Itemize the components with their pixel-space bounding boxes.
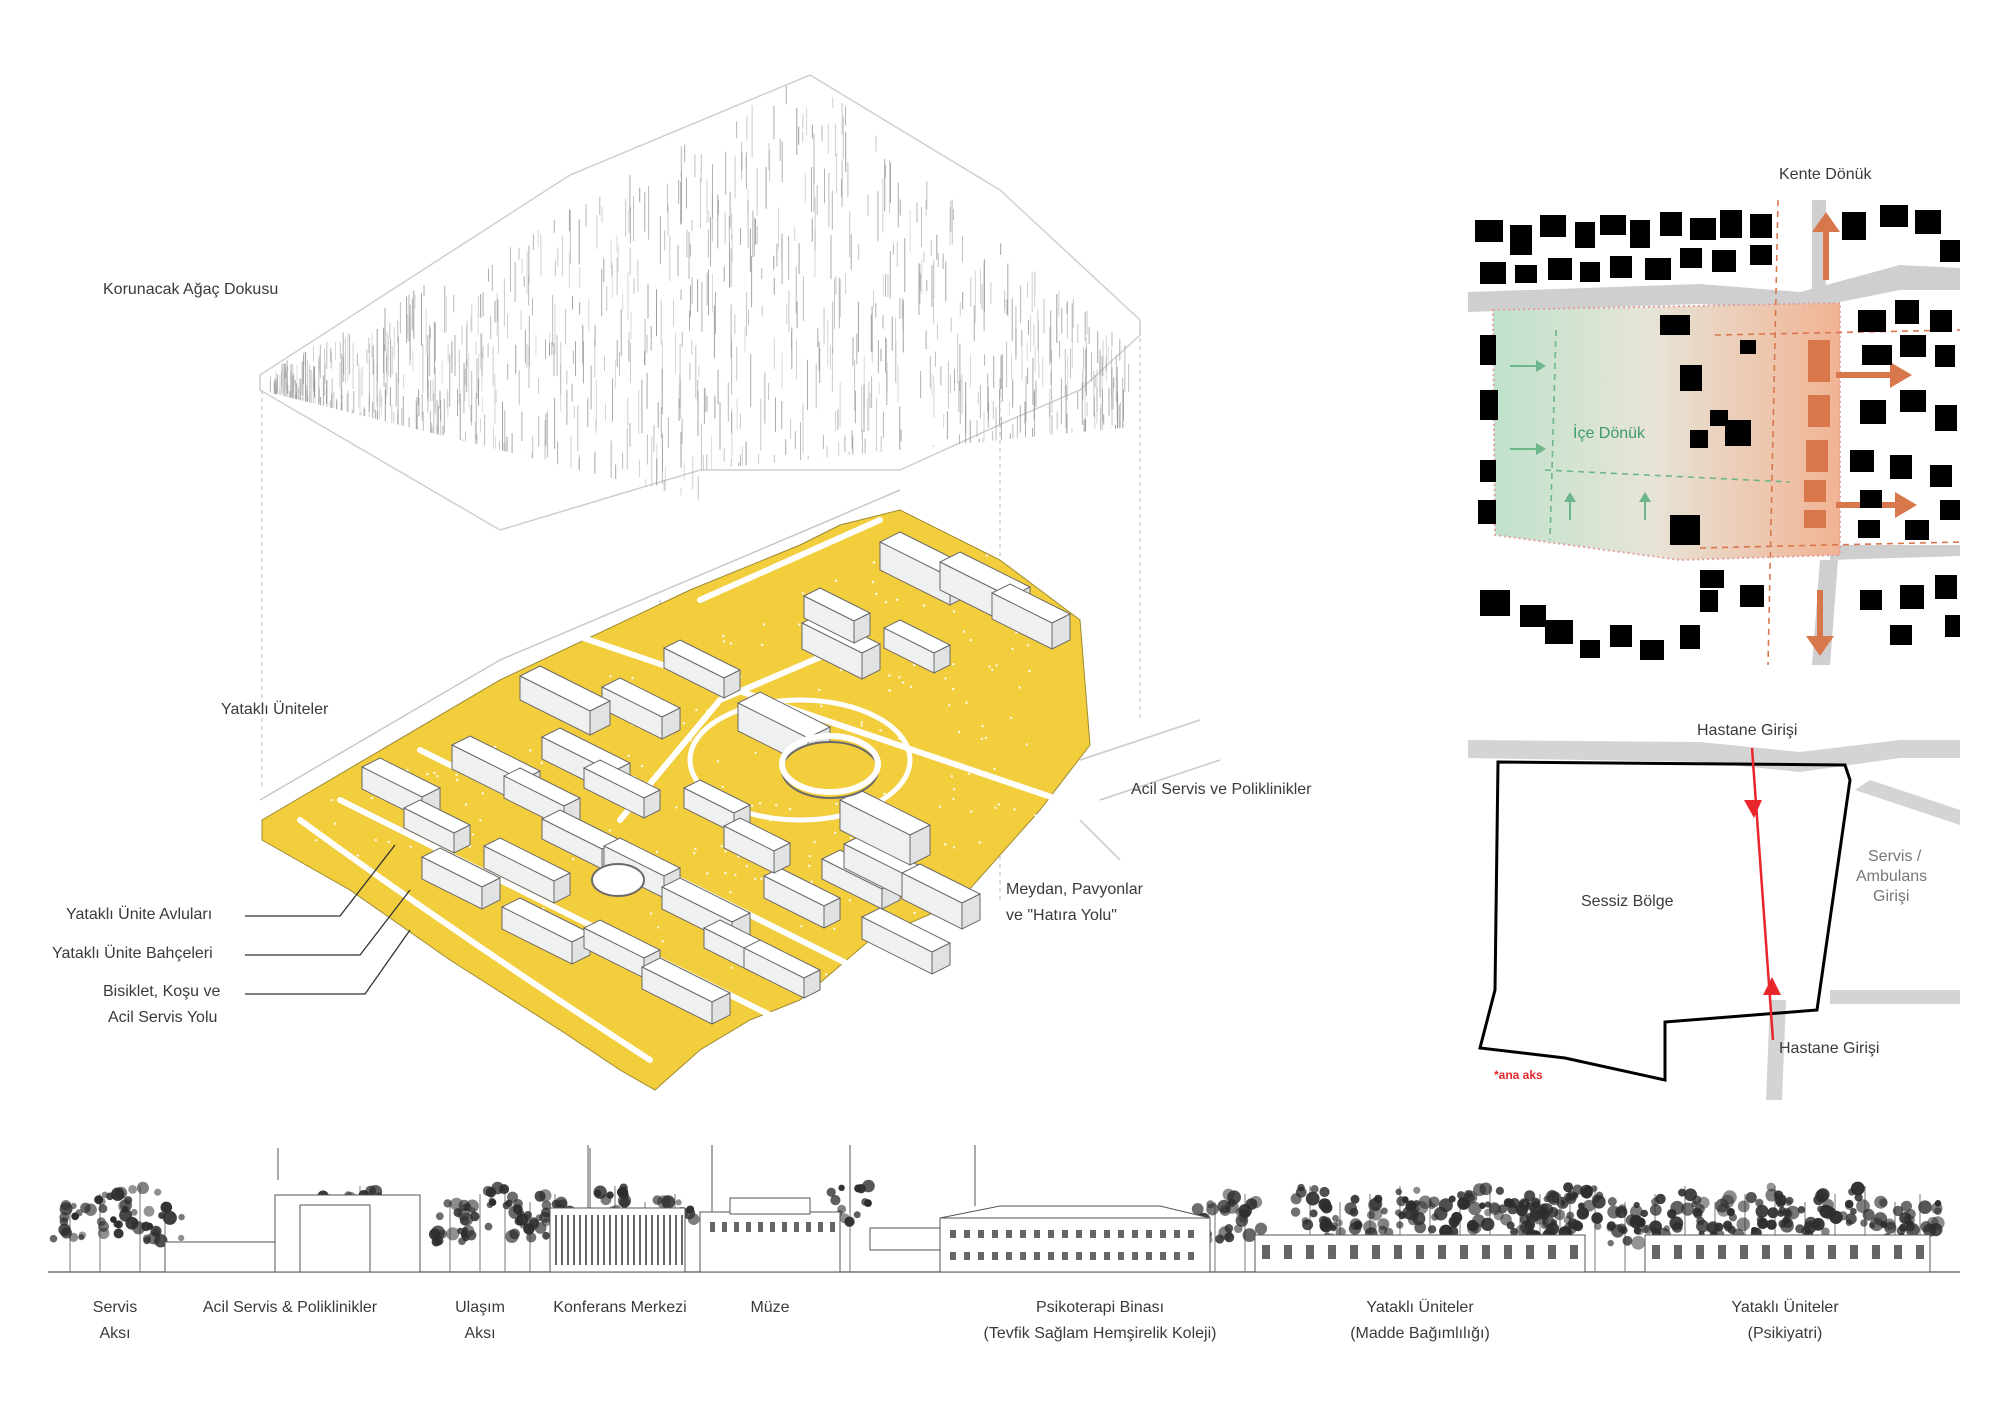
section-label-line1: Psikoterapi Binası bbox=[1035, 1299, 1165, 1316]
building-block bbox=[990, 583, 1072, 650]
section-label-line1: Yataklı Üniteler bbox=[1366, 1299, 1474, 1316]
section-label-service-axis: Servis Aksı bbox=[55, 1295, 175, 1347]
label-entrance-top: Hastane Girişi bbox=[1697, 722, 1798, 739]
label-square-line1: Meydan, Pavyonlar bbox=[1006, 881, 1143, 898]
building-block bbox=[722, 817, 792, 874]
section-label-line1: Müze bbox=[750, 1299, 790, 1316]
building-block bbox=[640, 957, 732, 1025]
section-label-line1: Ulaşım bbox=[455, 1299, 505, 1316]
building-block bbox=[662, 639, 742, 699]
section-label-line2: (Tevfik Sağlam Hemşirelik Koleji) bbox=[983, 1325, 1217, 1342]
building-block bbox=[482, 837, 572, 904]
building-block bbox=[882, 619, 952, 674]
label-bike-line2: Acil Servis Yolu bbox=[108, 1009, 218, 1026]
building-block bbox=[402, 799, 472, 854]
label-service-line3: Girişi bbox=[1873, 888, 1910, 905]
building-block bbox=[742, 939, 822, 999]
section-label-wards-psychiatry: Yataklı Üniteler (Psikiyatri) bbox=[1685, 1295, 1885, 1347]
building-block bbox=[420, 847, 502, 910]
label-gardens: Yataklı Ünite Bahçeleri bbox=[52, 945, 213, 962]
section-label-line1: Yataklı Üniteler bbox=[1731, 1299, 1839, 1316]
label-inward-facing: İçe Dönük bbox=[1573, 425, 1646, 442]
label-entrance-bottom: Hastane Girişi bbox=[1779, 1040, 1880, 1057]
section-label-wards-addiction: Yataklı Üniteler (Madde Bağımlılığı) bbox=[1320, 1295, 1520, 1347]
section-label-line1: Konferans Merkezi bbox=[553, 1299, 687, 1316]
section-label-line1: Acil Servis & Poliklinikler bbox=[202, 1299, 378, 1316]
building-block bbox=[600, 677, 682, 740]
building-block bbox=[500, 897, 592, 965]
label-wards: Yataklı Üniteler bbox=[221, 701, 329, 718]
section-label-conference: Konferans Merkezi bbox=[535, 1295, 705, 1321]
building-block bbox=[860, 907, 952, 975]
label-emergency: Acil Servis ve Poliklinikler bbox=[1131, 781, 1312, 798]
section-label-line1: Servis bbox=[92, 1299, 138, 1316]
building-block bbox=[582, 759, 662, 819]
building-block bbox=[900, 863, 982, 930]
outer-streets bbox=[259, 489, 1221, 861]
building-block bbox=[762, 867, 842, 929]
section-label-line2: (Madde Bağımlılığı) bbox=[1350, 1325, 1490, 1342]
leader-lines bbox=[245, 844, 411, 995]
section-label-psychotherapy: Psikoterapi Binası (Tevfik Sağlam Hemşir… bbox=[940, 1295, 1260, 1347]
label-service-line1: Servis / bbox=[1868, 848, 1922, 865]
section-label-transport-axis: Ulaşım Aksı bbox=[430, 1295, 530, 1347]
label-trees: Korunacak Ağaç Dokusu bbox=[103, 281, 279, 298]
label-quiet-zone: Sessiz Bölge bbox=[1581, 893, 1674, 910]
tree-hatching bbox=[269, 85, 1130, 500]
section-label-museum: Müze bbox=[715, 1295, 825, 1321]
label-main-axis-legend: *ana aks bbox=[1494, 1068, 1543, 1082]
label-bike-line1: Bisiklet, Koşu ve bbox=[103, 983, 221, 1000]
label-courtyards: Yataklı Ünite Avluları bbox=[66, 906, 213, 923]
section-label-line2: (Psikiyatri) bbox=[1747, 1325, 1823, 1342]
tree-layer-outline bbox=[259, 74, 1141, 531]
label-square-line2: ve "Hatıra Yolu" bbox=[1006, 907, 1117, 924]
building-block bbox=[838, 789, 932, 866]
building-block bbox=[518, 665, 612, 736]
section-label-line2: Aksı bbox=[99, 1325, 131, 1342]
label-city-facing: Kente Dönük bbox=[1779, 166, 1872, 183]
circular-pavilion bbox=[591, 733, 881, 897]
section-label-line2: Aksı bbox=[464, 1325, 496, 1342]
building-block bbox=[802, 587, 872, 644]
section-label-emergency: Acil Servis & Poliklinikler bbox=[180, 1295, 400, 1321]
label-service-line2: Ambulans bbox=[1856, 868, 1928, 885]
